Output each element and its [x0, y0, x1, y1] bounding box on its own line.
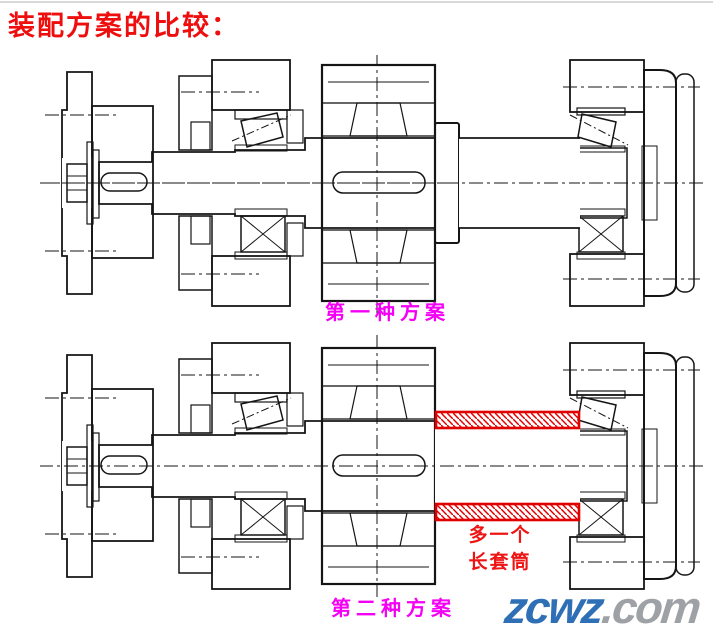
long-sleeve-highlight: [434, 410, 581, 522]
assembly-diagrams: [40, 55, 705, 599]
shaft-shoulder-scheme1: [44, 122, 580, 244]
scheme2-label: 第二种方案: [331, 598, 456, 620]
shaft-scheme2: [435, 427, 580, 505]
long-sleeve-annotation: 多一个 长套筒: [445, 522, 555, 576]
page-title: 装配方案的比较：: [8, 11, 240, 41]
scheme1-drawing: [40, 55, 705, 316]
watermark-logo: zcwz.com: [502, 582, 702, 632]
scheme2-drawing: [40, 333, 705, 599]
annotation-line2: 长套筒: [468, 552, 532, 573]
top-border: [0, 1, 713, 3]
annotation-line1: 多一个: [468, 525, 532, 546]
watermark-suffix: .com: [599, 582, 702, 632]
watermark-main: zcwz: [502, 582, 605, 632]
scheme1-label: 第一种方案: [325, 302, 450, 324]
